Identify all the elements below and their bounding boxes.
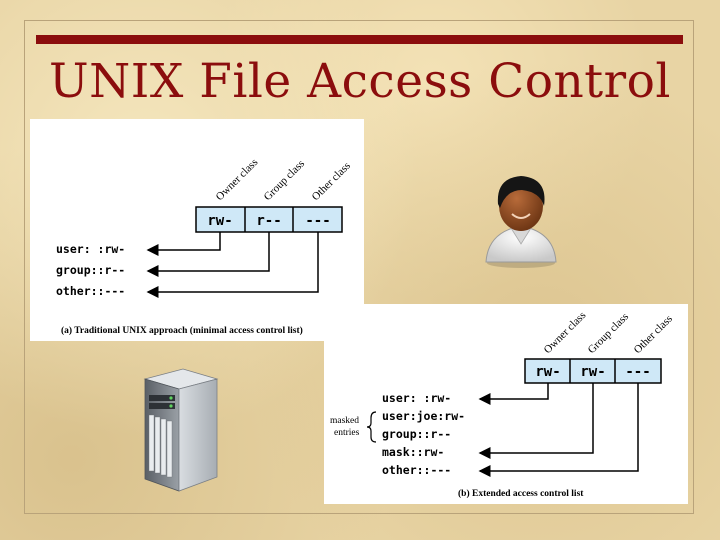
user-avatar-icon — [485, 176, 557, 268]
entry-user: user: :rw- — [56, 242, 125, 256]
title-bar — [36, 35, 683, 44]
slide-frame — [24, 20, 694, 514]
caption-b: (b) Extended access control list — [458, 488, 584, 499]
arrow-group-b — [478, 383, 594, 459]
caption-a: (a) Traditional UNIX approach (minimal a… — [61, 325, 303, 336]
group-class-label: Group class — [262, 158, 307, 203]
server-icon — [143, 368, 219, 492]
perm-owner: rw- — [207, 213, 232, 229]
group-class-label-b: Group class — [586, 311, 631, 356]
arrow-other-b — [478, 383, 639, 477]
arrow-owner-b — [478, 383, 549, 405]
perm-group-b: rw- — [580, 364, 605, 380]
slide-title: UNIX File Access Control — [49, 54, 671, 109]
masked-label-line2: entries — [334, 428, 360, 438]
entry-other: other::--- — [56, 284, 125, 298]
entry-other-b: other::--- — [382, 463, 451, 477]
diagram-b: Owner class Group class Other class rw- … — [330, 309, 675, 499]
diagram-a-panel: Owner class Group class Other class rw- … — [30, 119, 364, 341]
arrow-owner — [146, 232, 221, 256]
entry-mask-b: mask::rw- — [382, 445, 444, 459]
other-class-label-b: Other class — [632, 313, 675, 356]
perm-group: r-- — [256, 213, 281, 229]
perm-owner-b: rw- — [535, 364, 560, 380]
perm-other: --- — [305, 213, 330, 229]
masked-brace — [366, 411, 377, 443]
owner-class-label: Owner class — [214, 156, 261, 203]
diagram-b-panel: Owner class Group class Other class rw- … — [324, 304, 688, 504]
entry-user-b: user: :rw- — [382, 391, 451, 405]
diagram-a: Owner class Group class Other class rw- … — [56, 156, 353, 336]
arrow-group — [146, 232, 270, 277]
entry-group-b: group::r-- — [382, 427, 451, 441]
perm-box-row-b — [524, 358, 662, 384]
entry-group: group::r-- — [56, 263, 125, 277]
owner-class-label-b: Owner class — [542, 309, 589, 356]
arrow-other — [146, 232, 319, 298]
other-class-label: Other class — [310, 160, 353, 203]
perm-other-b: --- — [625, 364, 650, 380]
entry-user-joe-b: user:joe:rw- — [382, 409, 465, 423]
masked-label-line1: masked — [330, 416, 359, 426]
